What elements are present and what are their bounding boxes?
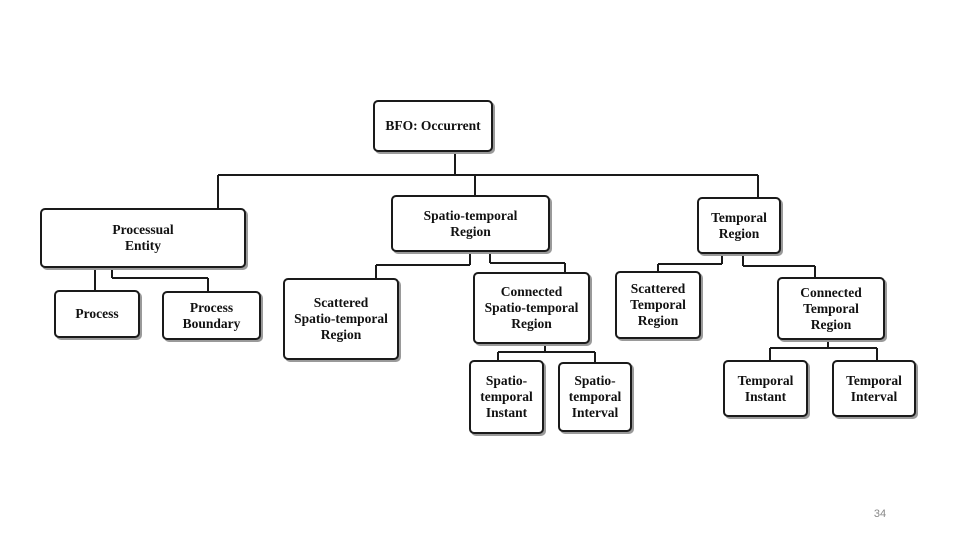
node-processual-entity: Processual Entity	[40, 208, 246, 268]
node-process: Process	[54, 290, 140, 338]
node-spatiotemporal-region: Spatio-temporal Region	[391, 195, 550, 252]
node-connected-spatiotemporal-region: Connected Spatio-temporal Region	[473, 272, 590, 344]
node-bfo-occurrent: BFO: Occurrent	[373, 100, 493, 152]
node-temporal-region: Temporal Region	[697, 197, 781, 254]
node-scattered-spatiotemporal-region: Scattered Spatio-temporal Region	[283, 278, 399, 360]
node-spatiotemporal-instant: Spatio- temporal Instant	[469, 360, 544, 434]
node-connected-temporal-region: Connected Temporal Region	[777, 277, 885, 340]
node-temporal-instant: Temporal Instant	[723, 360, 808, 417]
node-temporal-interval: Temporal Interval	[832, 360, 916, 417]
node-spatiotemporal-interval: Spatio- temporal Interval	[558, 362, 632, 432]
node-process-boundary: Process Boundary	[162, 291, 261, 340]
node-scattered-temporal-region: Scattered Temporal Region	[615, 271, 701, 339]
page-number: 34	[873, 508, 887, 520]
